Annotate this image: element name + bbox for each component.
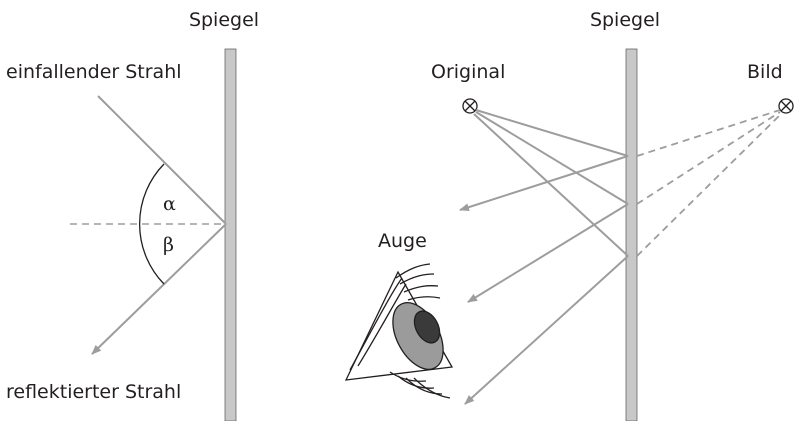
angle-arc xyxy=(138,163,165,285)
virtual-ray-2 xyxy=(636,111,781,205)
virtual-ray-3 xyxy=(636,113,782,257)
right-panel: Spiegel Original Bild Auge xyxy=(344,9,794,421)
virtual-ray-1 xyxy=(636,109,781,157)
reflected-ray-label: reflektierter Strahl xyxy=(6,381,181,403)
virtual-image-icon xyxy=(778,98,794,114)
left-panel: Spiegel einfallender Strahl reflektierte… xyxy=(6,9,259,421)
reflected-ray-3 xyxy=(464,255,629,405)
incident-ray-label: einfallender Strahl xyxy=(6,61,182,83)
eye-label: Auge xyxy=(378,230,427,252)
right-mirror xyxy=(625,48,638,421)
reflected-ray-2 xyxy=(467,203,629,303)
incident-ray xyxy=(97,95,227,225)
right-mirror-label: Spiegel xyxy=(590,9,660,31)
incident-ray-3 xyxy=(473,113,629,257)
image-label: Bild xyxy=(747,61,783,83)
original-label: Original xyxy=(431,61,505,83)
angle-beta-label: β xyxy=(163,234,174,256)
reflected-ray xyxy=(91,223,227,355)
incident-ray-1 xyxy=(475,109,629,157)
left-mirror-label: Spiegel xyxy=(189,9,259,31)
angle-alpha-label: α xyxy=(163,193,176,215)
eye-icon xyxy=(344,263,454,399)
reflected-ray-1 xyxy=(459,155,629,212)
incident-ray-2 xyxy=(475,111,629,205)
original-object-icon xyxy=(462,98,478,114)
left-mirror xyxy=(224,48,237,421)
